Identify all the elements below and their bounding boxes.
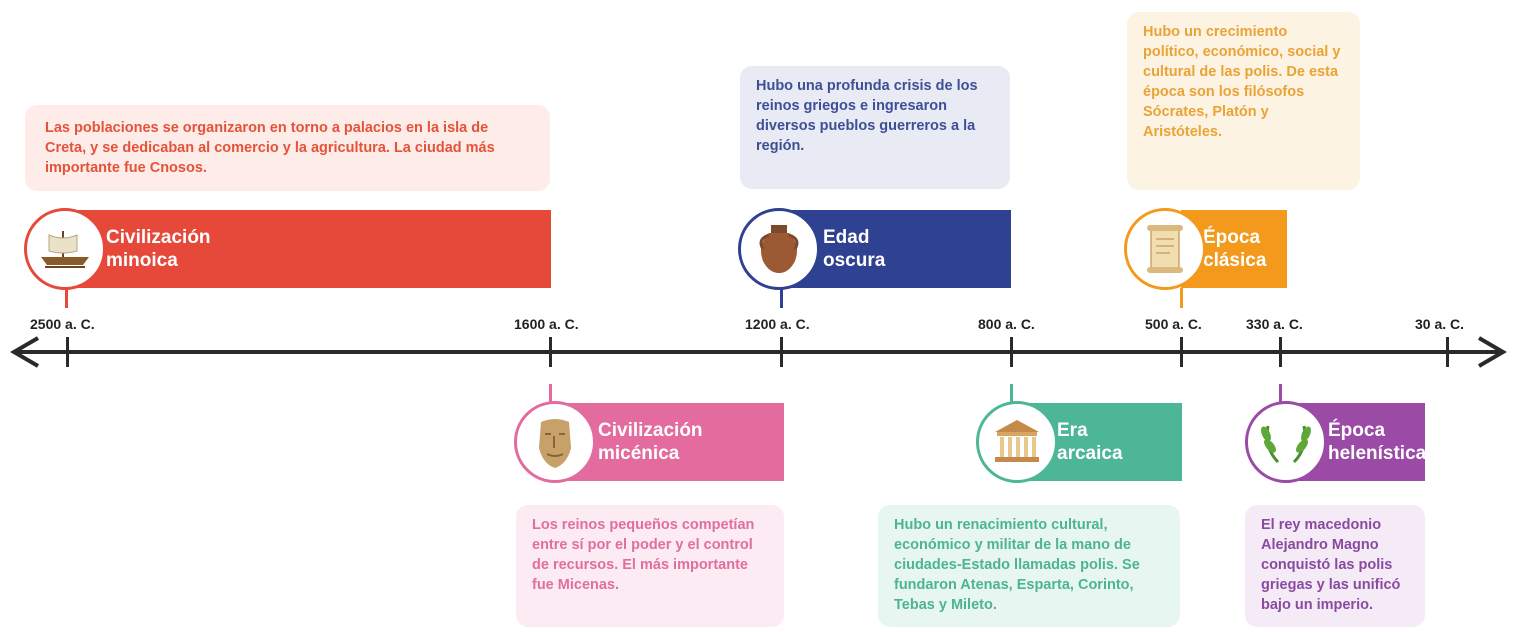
timeline-axis [16, 350, 1500, 354]
edad-oscura-description: Hubo una profunda crisis de los reinos g… [740, 66, 1010, 189]
mask-icon [514, 401, 596, 483]
connector-arcaica [1010, 384, 1013, 404]
era-arcaica-description: Hubo un renacimiento cultural, económico… [878, 505, 1180, 627]
era-title-micenica: Civilización micénica [598, 420, 703, 464]
era-title-helenistica: Época helenística [1328, 420, 1427, 464]
scroll-icon [1124, 208, 1206, 290]
era-title-minoica: Civilización minoica [106, 227, 211, 271]
era-title-clasica: Época clásica [1203, 227, 1267, 271]
tick-label-800: 800 a. C. [978, 316, 1035, 332]
connector-clasica [1180, 288, 1183, 308]
connector-micenica [549, 384, 552, 404]
tick-500 [1180, 337, 1183, 367]
amphora-icon [738, 208, 820, 290]
tick-1600 [549, 337, 552, 367]
arrow-right-icon [1477, 336, 1507, 368]
tick-330 [1279, 337, 1282, 367]
connector-minoica [65, 288, 68, 308]
tick-1200 [780, 337, 783, 367]
tick-label-30: 30 a. C. [1415, 316, 1465, 332]
tick-label-500: 500 a. C. [1145, 316, 1202, 332]
era-bar-clasica: Época clásica [1181, 210, 1287, 288]
era-title-oscura: Edad oscura [823, 227, 886, 271]
tick-label-1200: 1200 a. C. [745, 316, 810, 332]
era-title-arcaica: Era arcaica [1057, 420, 1123, 464]
connector-oscura [780, 288, 783, 308]
connector-helenistica [1279, 384, 1282, 404]
era-bar-minoica: Civilización minoica [66, 210, 551, 288]
tick-label-2500: 2500 a. C. [30, 316, 95, 332]
micenica-description: Los reinos pequeños competían entre sí p… [516, 505, 784, 627]
tick-30 [1446, 337, 1449, 367]
epoca-clasica-description: Hubo un crecimiento político, económico,… [1127, 12, 1360, 190]
laurel-icon [1245, 401, 1327, 483]
arrow-left-icon [10, 336, 40, 368]
epoca-helenistica-description: El rey macedonio Alejandro Magno conquis… [1245, 505, 1425, 627]
tick-2500 [66, 337, 69, 367]
ship-icon [24, 208, 106, 290]
tick-800 [1010, 337, 1013, 367]
tick-label-1600: 1600 a. C. [514, 316, 579, 332]
temple-icon [976, 401, 1058, 483]
tick-label-330: 330 a. C. [1246, 316, 1303, 332]
minoica-description: Las poblaciones se organizaron en torno … [25, 105, 550, 191]
